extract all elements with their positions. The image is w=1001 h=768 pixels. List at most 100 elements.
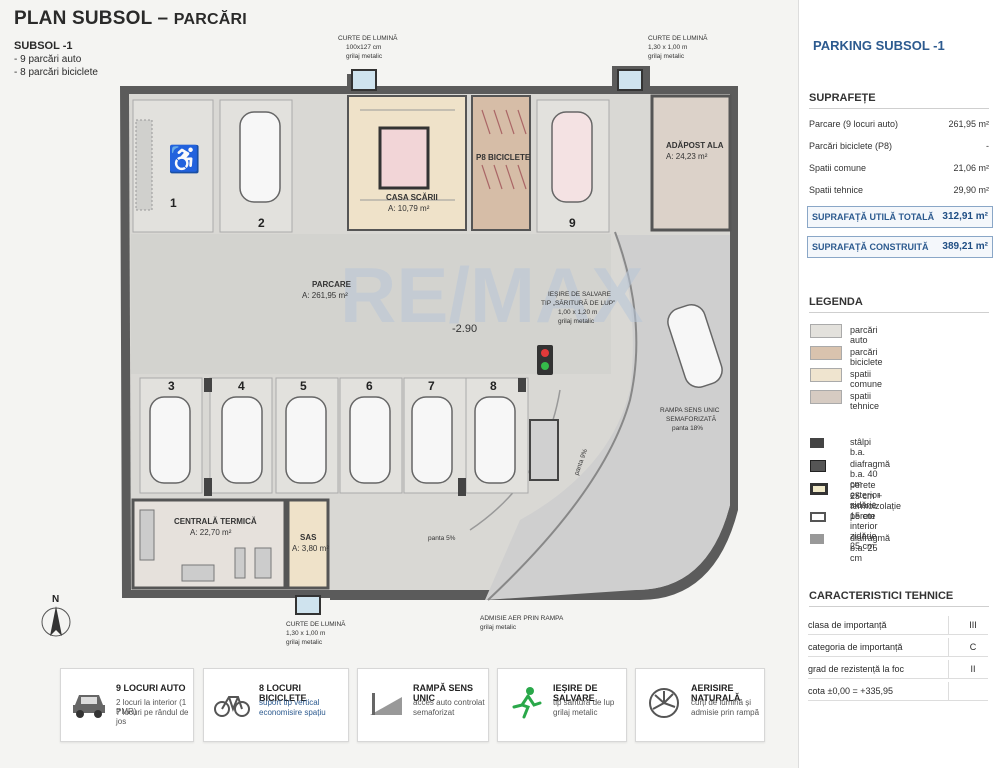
legend-wall-40-mark: [810, 460, 826, 472]
card-ramp: RAMPĂ SENS UNIC acces auto controlat sem…: [357, 668, 489, 742]
surface-row: Parcare (9 locuri auto)261,95 m²: [809, 119, 989, 129]
space-number-1: 1: [170, 196, 177, 210]
admisie-l2: grilaj metalic: [480, 624, 517, 631]
title-dash: –: [157, 8, 169, 29]
curte2-l2: 1,30 x 1,00 m: [648, 44, 687, 51]
card-title: AERISIRE NATURALĂ: [691, 683, 741, 703]
legend-label: 25 cm + termoizolație 15 cm: [850, 491, 902, 521]
card-line: admisie prin rampă: [691, 708, 760, 717]
curte1-l1: CURTE DE LUMINĂ: [338, 33, 398, 42]
surfaces-heading: SUPRAFEȚE: [809, 92, 876, 104]
legend-label: perete exterior zidărie: [850, 480, 881, 510]
space-number-8: 8: [490, 379, 497, 393]
curte1-l3: grilaj metalic: [346, 53, 383, 60]
legend-label: perete interior zidărie 25 cm: [850, 511, 878, 551]
curte3-l2: 1,30 x 1,00 m: [286, 630, 325, 637]
admisie-l1: ADMISIE AER PRIN RAMPA: [480, 615, 564, 622]
traffic-light: [537, 345, 553, 375]
tech-heading: CARACTERISTICI TEHNICE: [809, 590, 954, 602]
summary-heading: SUBSOL -1: [14, 40, 73, 52]
mechanical-name: CENTRALĂ TERMICĂ: [174, 517, 257, 526]
tech-row: cota ±0,00 = +335,95: [808, 682, 988, 701]
legend-swatch-common: [810, 368, 842, 382]
space-number-4: 4: [238, 379, 245, 393]
cars: [149, 111, 723, 484]
summary-panel: PARKING SUBSOL -1 SUPRAFEȚE Parcare (9 l…: [798, 0, 1001, 768]
legend-swatch-technical: [810, 390, 842, 404]
emergency-exit-icon: [512, 687, 542, 719]
curte2-l3: grilaj metalic: [648, 53, 685, 60]
legend-swatch-parking: [810, 324, 842, 338]
legend-column-mark: [810, 438, 824, 448]
legend-label: parcări biciclete: [850, 347, 883, 367]
sas-name: SAS: [300, 533, 317, 542]
legend-wall-25-mark: [810, 534, 824, 544]
watermark: RE/MAX: [340, 251, 643, 339]
curte2-l1: CURTE DE LUMINĂ: [648, 33, 708, 42]
aisle: [131, 234, 611, 374]
space-number-3: 3: [168, 379, 175, 393]
car-icon: [73, 695, 105, 718]
iesire-l1: IEȘIRE DE SALVARE: [548, 291, 612, 298]
light-courts: [295, 69, 643, 615]
shelter-room: [650, 94, 732, 232]
shelter-name: ADĂPOST ALA: [666, 141, 724, 150]
shelter-area: A: 24,23 m²: [666, 152, 708, 161]
casa-scarii-name: CASA SCĂRII: [386, 193, 438, 202]
card-line: 2 locuri la interior (1 PMR): [116, 698, 187, 716]
ramp-icon: [370, 693, 402, 715]
card-line: acces auto controlat: [413, 698, 485, 707]
bicycle-icon: [214, 696, 250, 717]
card-line: tip săritură de lup: [553, 698, 615, 707]
card-line: semaforizat: [413, 708, 455, 717]
space-number-7: 7: [428, 379, 435, 393]
rampa-l1: RAMPA SENS UNIC: [660, 407, 720, 414]
curte1-l2: 100x127 cm: [346, 44, 381, 51]
title-subtitle: PARCĂRI: [173, 11, 247, 28]
bike-room: [471, 95, 531, 231]
floor-plan: ♿: [41, 33, 738, 646]
legend-heading: LEGENDA: [809, 296, 863, 308]
legend-swatch-bikes: [810, 346, 842, 360]
iesire-l3: 1,00 x 1,20 m: [558, 309, 597, 316]
panta-5: panta 5%: [428, 535, 456, 542]
card-line: grilaj metalic: [553, 708, 598, 717]
legend-label: diafragmă b.a. 40 cm: [850, 459, 891, 489]
card-title: 9 LOCURI AUTO: [116, 683, 186, 693]
accessible-icon: ♿: [168, 144, 200, 174]
iesire-l4: grilaj metalic: [558, 318, 595, 325]
parking-name: PARCARE: [312, 280, 352, 289]
surface-row: Parcări biciclete (P8)-: [809, 141, 989, 151]
ventilation-icon: [649, 688, 679, 718]
bottom-spaces: [139, 377, 529, 494]
columns: [204, 378, 526, 496]
legend-label: diafragmă b.a. 25 cm: [850, 533, 891, 563]
page-title: PLAN SUBSOL – PARCĂRI: [14, 8, 247, 30]
level-summary: SUBSOL -1 - 9 parcări auto - 8 parcări b…: [14, 40, 98, 79]
card-title: 8 LOCURI BICICLETE: [259, 683, 307, 703]
mechanical-area: A: 22,70 m²: [190, 528, 232, 537]
legend-label: spatii comune: [850, 369, 883, 389]
space-number-9: 9: [569, 216, 576, 230]
card-emergency-exit: IEȘIRE DE SALVARE tip săritură de lup gr…: [497, 668, 627, 742]
accessible-stripes: [135, 119, 153, 211]
title-main: PLAN SUBSOL: [14, 8, 153, 29]
panel-title: PARKING SUBSOL -1: [813, 38, 945, 53]
bike-racks: [481, 109, 527, 190]
card-line: 7 locuri pe rândul de jos: [116, 708, 189, 726]
elevator-core: [378, 126, 430, 190]
parking-area: A: 261,95 m²: [302, 291, 348, 300]
level-mark: -2.90: [452, 323, 477, 335]
card-line: economisire spațiu: [259, 708, 326, 717]
space-number-6: 6: [366, 379, 373, 393]
sas-area: A: 3,80 m²: [292, 544, 329, 553]
space-number-2: 2: [258, 216, 265, 230]
divider: [809, 606, 989, 607]
card-line: curți de lumină și: [691, 698, 752, 707]
ramp-curve-inner: [487, 231, 638, 601]
